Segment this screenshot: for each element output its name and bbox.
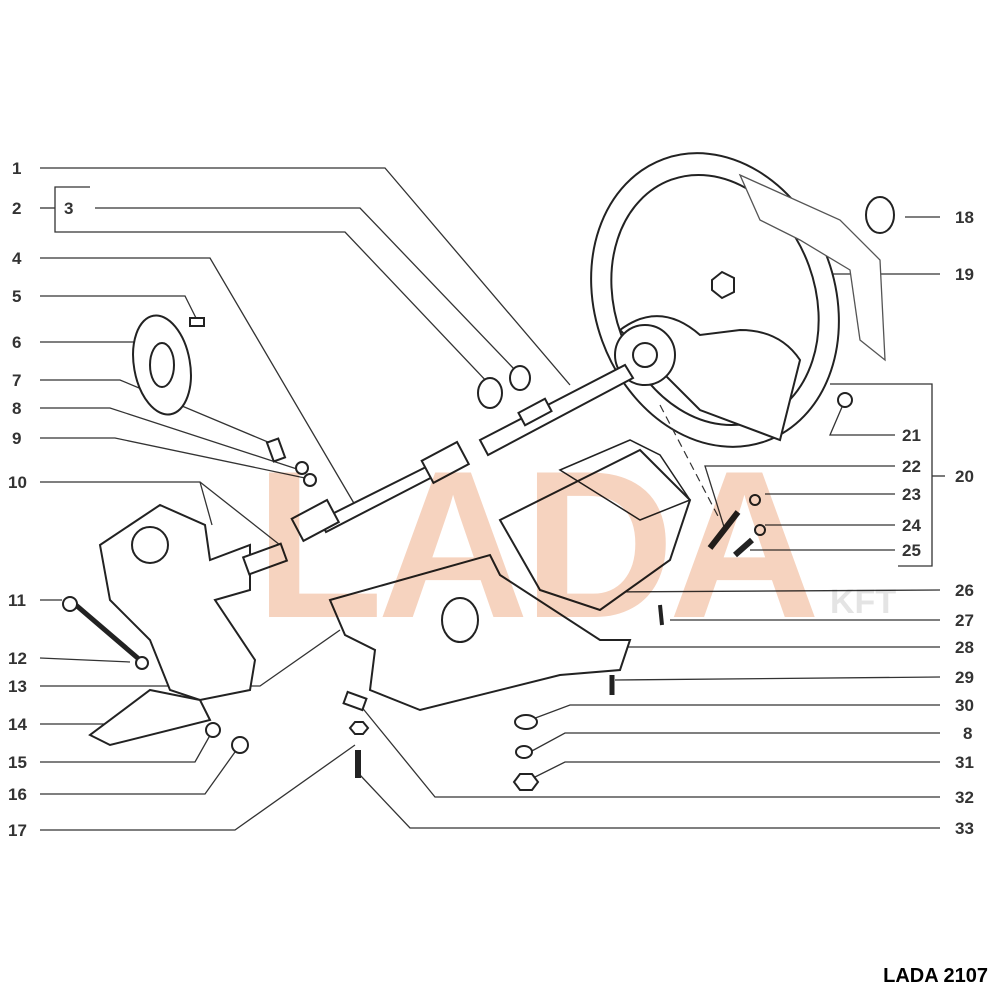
leader-9 — [40, 437, 306, 479]
column-bracket — [328, 553, 632, 712]
leader-7 — [40, 379, 276, 446]
dashed-assembly-line — [659, 404, 721, 521]
leader-8 — [40, 407, 301, 471]
column-shroud — [498, 448, 692, 612]
clip-32 — [342, 690, 368, 712]
washer-12 — [135, 656, 149, 670]
label-25: 25 — [902, 541, 921, 560]
universal-joint-lower — [290, 498, 341, 543]
label-27: 27 — [955, 611, 974, 630]
bolt-22 — [707, 510, 741, 550]
label-20: 20 — [955, 467, 974, 486]
screw-27 — [658, 604, 664, 626]
bolt-25 — [733, 537, 754, 558]
label-10: 10 — [8, 473, 27, 492]
bolt-5 — [189, 317, 205, 327]
label-11: 11 — [8, 591, 26, 610]
label-28: 28 — [955, 638, 974, 657]
steering-shaft — [478, 363, 635, 457]
label-5: 5 — [12, 287, 22, 306]
nut-9 — [303, 473, 317, 487]
leader-1 — [40, 167, 571, 386]
flange-plate — [132, 314, 192, 416]
label-18: 18 — [955, 208, 974, 227]
column-shroud-upper — [558, 439, 692, 521]
washer-15 — [205, 722, 221, 738]
label-33: 33 — [955, 819, 974, 838]
model-title: LADA 2107 — [883, 965, 988, 987]
bushings — [477, 365, 531, 409]
label-17: 17 — [8, 821, 27, 840]
leader-10b — [199, 481, 213, 526]
label-31: 31 — [955, 753, 974, 772]
leader-12 — [39, 657, 131, 663]
leader-15 — [40, 729, 214, 763]
label-21: 21 — [902, 426, 921, 445]
label-32: 32 — [955, 788, 974, 807]
universal-joint-upper — [420, 440, 471, 485]
leader-16 — [40, 744, 241, 795]
label-8b: 8 — [963, 724, 973, 743]
label-22: 22 — [902, 457, 921, 476]
washer-21 — [837, 392, 853, 408]
bolt-7 — [265, 437, 287, 463]
washer-30 — [514, 714, 538, 730]
leader-3 — [95, 207, 516, 371]
steering-gearbox — [98, 503, 289, 702]
label-26: 26 — [955, 581, 974, 600]
label-2: 2 — [12, 199, 22, 218]
label-3: 3 — [64, 199, 74, 218]
label-13: 13 — [8, 677, 27, 696]
label-24: 24 — [902, 516, 921, 535]
leader-30 — [529, 704, 940, 721]
nut-17 — [348, 721, 370, 735]
washer-23 — [749, 494, 761, 506]
label-12: 12 — [8, 649, 27, 668]
leader-32 — [359, 704, 940, 798]
label-15: 15 — [8, 753, 27, 772]
label-7: 7 — [12, 371, 22, 390]
leader-29 — [614, 676, 941, 681]
label-6: 6 — [12, 333, 22, 352]
leader-13 — [40, 629, 341, 687]
label-30: 30 — [955, 696, 974, 715]
label-14: 14 — [8, 715, 27, 734]
leader-17 — [40, 744, 356, 831]
label-29: 29 — [955, 668, 974, 687]
label-8: 8 — [12, 399, 22, 418]
leader-4 — [40, 257, 356, 506]
trim-cover — [738, 173, 886, 362]
washer-8b — [515, 745, 533, 759]
steering-wheel — [590, 152, 840, 448]
label-9: 9 — [12, 429, 22, 448]
leader-33 — [359, 774, 940, 829]
nut-16 — [231, 736, 249, 754]
leader-2-bracket — [54, 186, 491, 386]
label-19: 19 — [955, 265, 974, 284]
leader-8b — [529, 732, 940, 753]
leader-20-bracket — [830, 383, 933, 567]
leader-31 — [524, 761, 940, 783]
leader-22 — [704, 465, 895, 531]
leader-26 — [599, 589, 941, 593]
nut-19 — [711, 270, 735, 300]
label-23: 23 — [902, 485, 921, 504]
leader-5 — [40, 295, 199, 323]
label-4: 4 — [12, 249, 22, 268]
label-1: 1 — [12, 159, 22, 178]
pitman-arm — [88, 688, 212, 747]
washer-24 — [754, 524, 766, 536]
label-16: 16 — [8, 785, 27, 804]
leader-21 — [829, 399, 895, 436]
nut-31 — [512, 773, 540, 791]
bolt-11 — [68, 598, 142, 662]
horn-cap — [865, 196, 895, 234]
washer-8 — [295, 461, 309, 475]
